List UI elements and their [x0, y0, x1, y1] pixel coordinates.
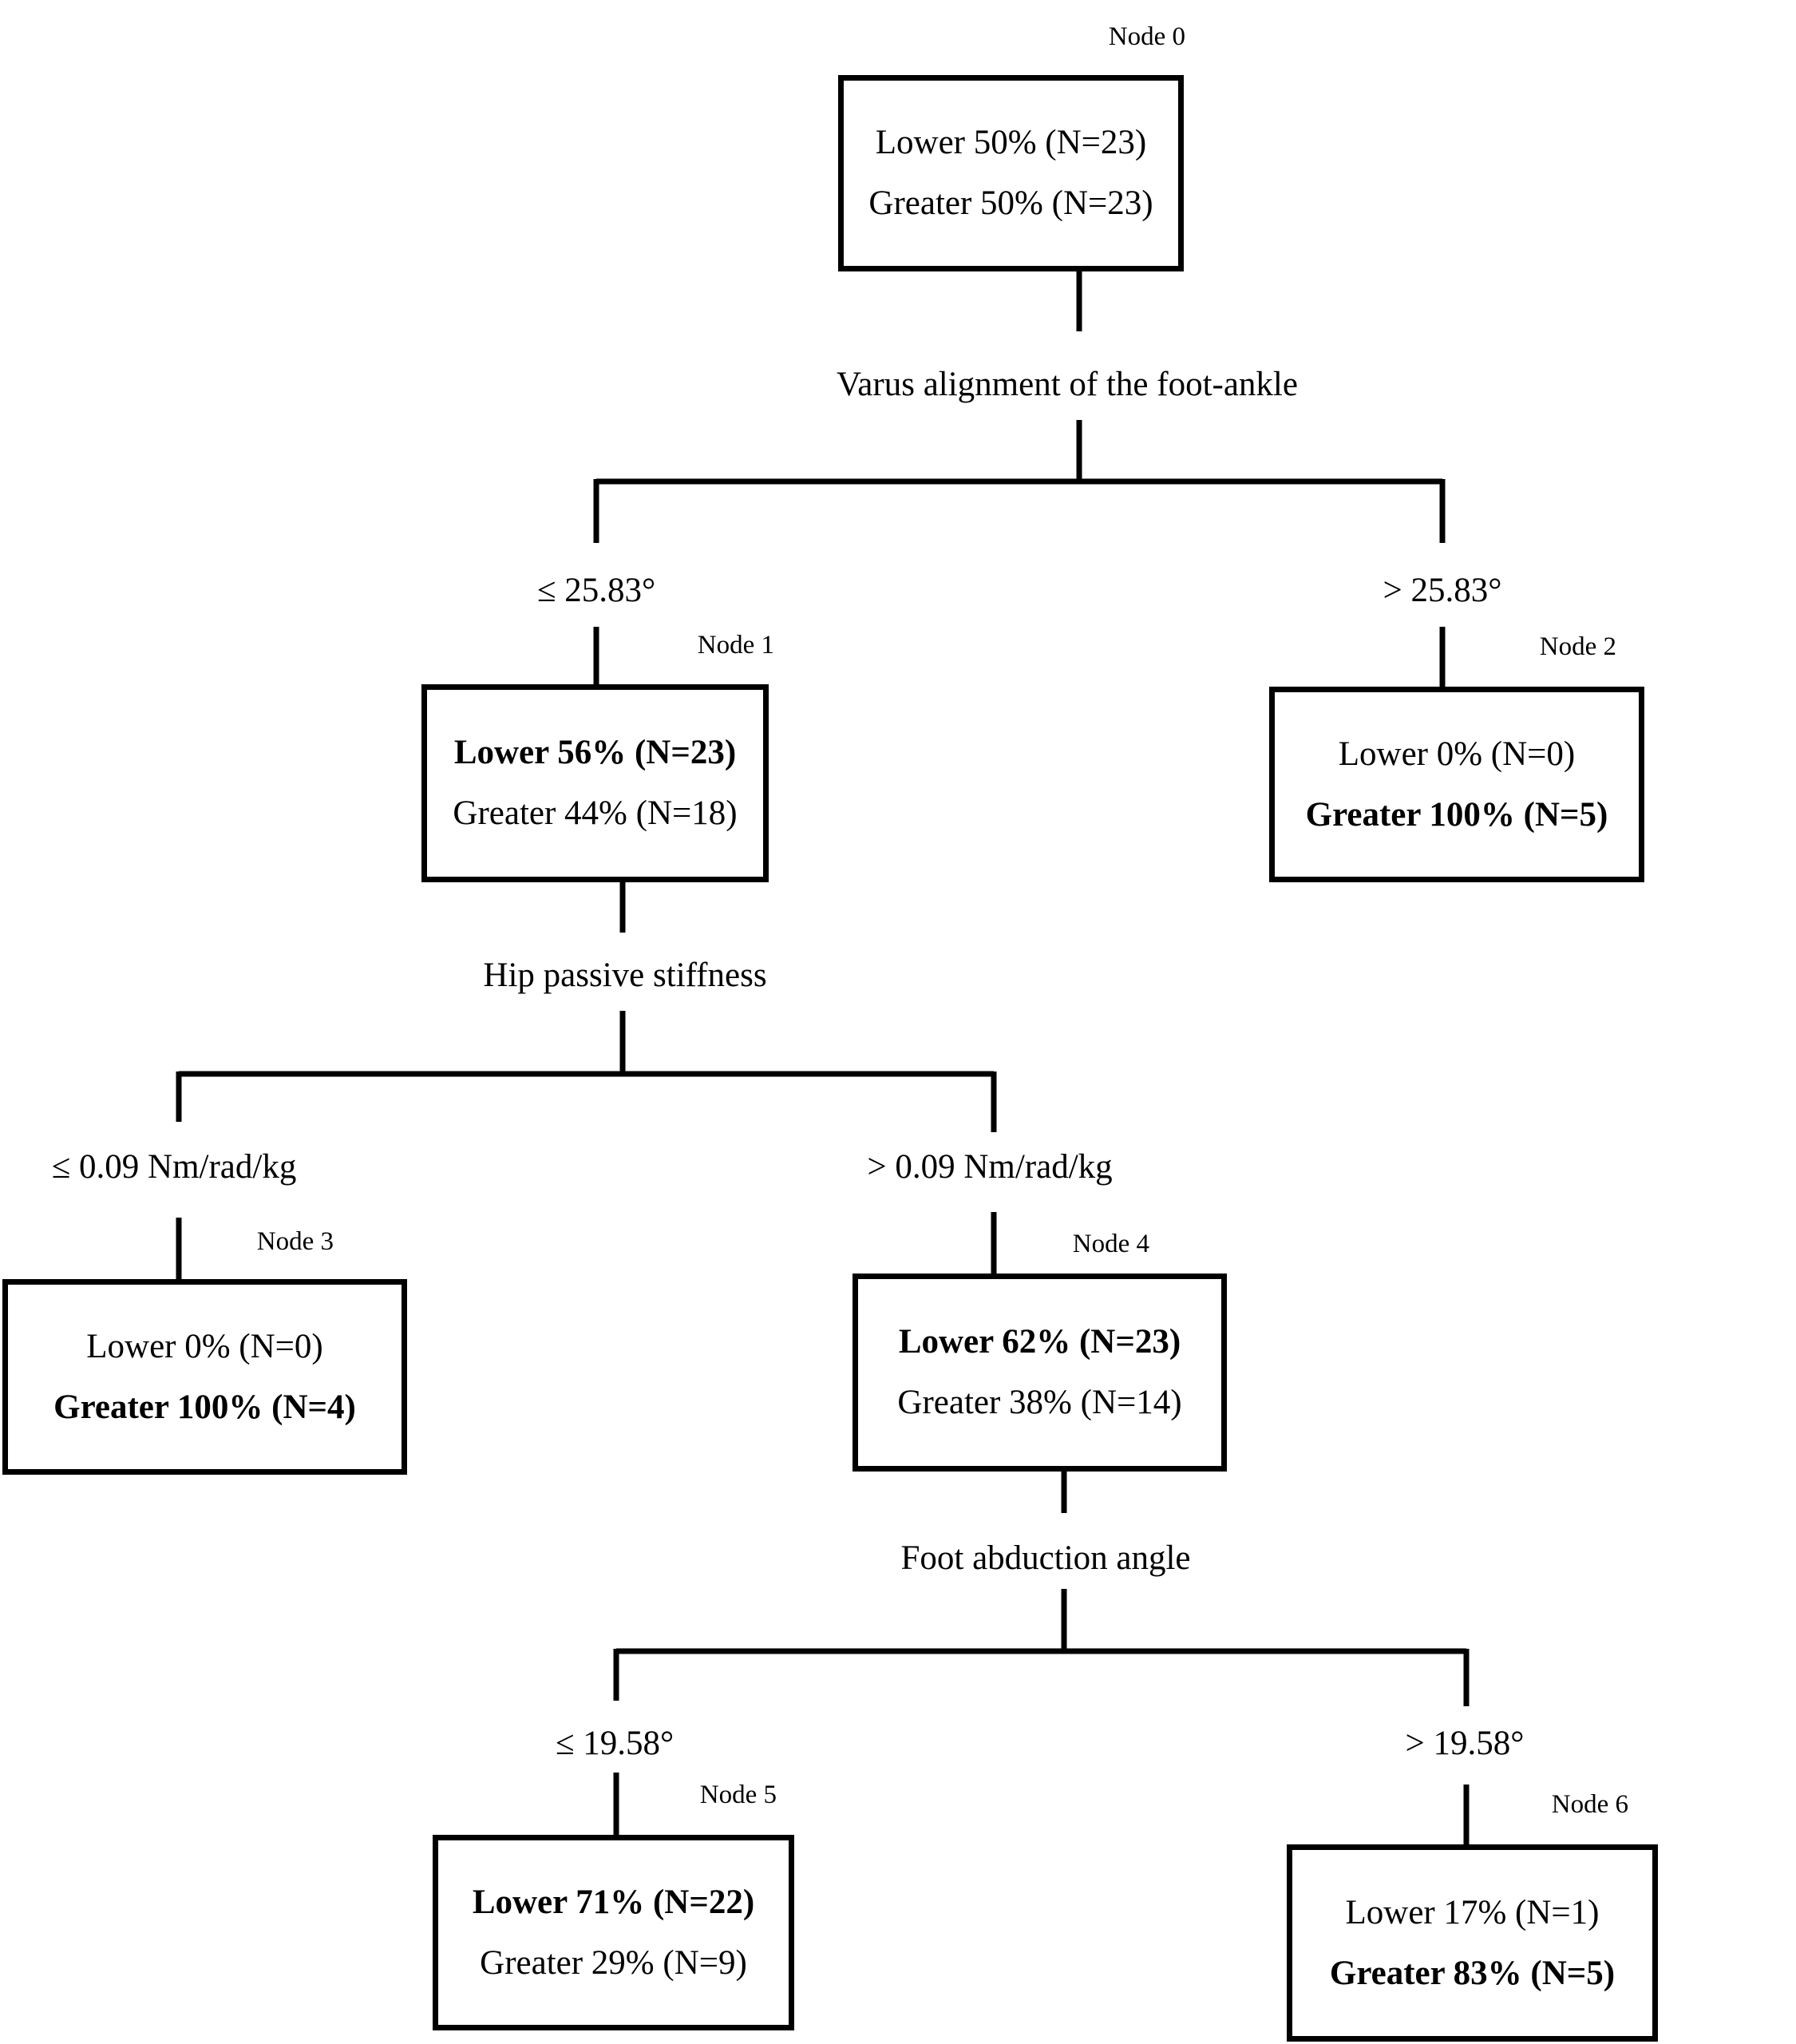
split-variable-foot-abduction-angle: Foot abduction angle — [900, 1539, 1191, 1577]
condition-hip-gt: > 0.09 Nm/rad/kg — [867, 1148, 1113, 1186]
node-2-line-2: Greater 100% (N=5) — [1305, 795, 1608, 834]
split-variable-varus-alignment: Varus alignment of the foot-ankle — [837, 366, 1298, 403]
split-variable-hip-passive-stiffness: Hip passive stiffness — [483, 957, 767, 994]
node-6-line-1: Lower 17% (N=1) — [1345, 1893, 1600, 1931]
node-3-line-2: Greater 100% (N=4) — [53, 1388, 356, 1426]
node-4-line-1: Lower 62% (N=23) — [898, 1323, 1181, 1361]
node-6-box: Lower 17% (N=1) Greater 83% (N=5) — [1287, 1844, 1658, 2042]
node-1-line-1: Lower 56% (N=23) — [453, 734, 737, 771]
node-3-label: Node 3 — [256, 1227, 334, 1256]
condition-foot-le: ≤ 19.58° — [555, 1725, 674, 1762]
node-6-label: Node 6 — [1551, 1790, 1628, 1819]
node-1-box: Lower 56% (N=23) Greater 44% (N=18) — [421, 684, 769, 882]
node-0-label: Node 0 — [1108, 22, 1185, 51]
node-5-line-1: Lower 71% (N=22) — [472, 1883, 755, 1921]
node-0-line-2: Greater 50% (N=23) — [868, 184, 1153, 222]
condition-varus-le: ≤ 25.83° — [536, 572, 656, 609]
node-6-line-2: Greater 83% (N=5) — [1329, 1954, 1616, 1992]
node-5-line-2: Greater 29% (N=9) — [480, 1943, 747, 1982]
node-2-label: Node 2 — [1539, 632, 1616, 661]
node-4-box: Lower 62% (N=23) Greater 38% (N=14) — [853, 1274, 1227, 1472]
condition-hip-le: ≤ 0.09 Nm/rad/kg — [51, 1148, 297, 1186]
node-4-line-2: Greater 38% (N=14) — [897, 1384, 1182, 1421]
node-4-label: Node 4 — [1072, 1230, 1149, 1258]
node-2-line-1: Lower 0% (N=0) — [1338, 735, 1576, 773]
node-5-box: Lower 71% (N=22) Greater 29% (N=9) — [433, 1835, 794, 2030]
node-3-line-1: Lower 0% (N=0) — [86, 1327, 323, 1365]
node-3-box: Lower 0% (N=0) Greater 100% (N=4) — [2, 1279, 407, 1475]
node-1-label: Node 1 — [697, 631, 774, 660]
condition-varus-gt: > 25.83° — [1383, 572, 1502, 609]
node-2-box: Lower 0% (N=0) Greater 100% (N=5) — [1269, 687, 1644, 882]
node-1-line-2: Greater 44% (N=18) — [453, 794, 738, 832]
node-0-line-1: Lower 50% (N=23) — [875, 124, 1147, 161]
condition-foot-gt: > 19.58° — [1405, 1725, 1525, 1762]
node-0-box: Lower 50% (N=23) Greater 50% (N=23) — [838, 75, 1184, 271]
connector-lines — [176, 271, 1470, 1847]
node-5-label: Node 5 — [699, 1781, 777, 1809]
